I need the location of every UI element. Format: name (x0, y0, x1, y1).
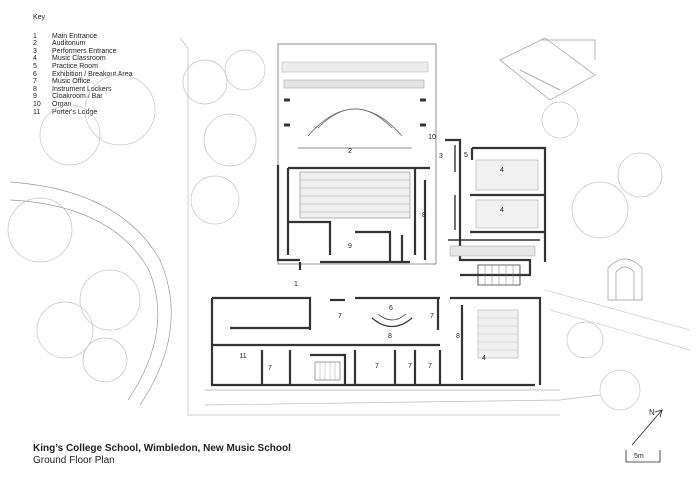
key-item-number: 1 (33, 32, 37, 40)
key-item-number: 6 (33, 70, 37, 78)
key-item: 4 Music Classroom (33, 55, 133, 63)
caption: King’s College School, Wimbledon, New Mu… (33, 443, 291, 467)
room-number-label: 1 (294, 281, 298, 288)
north-arrow-icon (631, 409, 663, 446)
key-item-number: 5 (33, 62, 37, 70)
key-item-label: Practice Room (52, 62, 98, 70)
key-item-number: 9 (33, 93, 37, 101)
site-context (9, 37, 691, 416)
room-number-label: 4 (482, 355, 486, 362)
key-item: 5 Practice Room (33, 63, 133, 71)
key-item-label: Exhibition / Breakout Area (52, 70, 133, 78)
room-number-label: 11 (239, 353, 246, 360)
room-number-label: 7 (408, 363, 412, 370)
key-item-number: 11 (33, 108, 41, 116)
room-number-label: 7 (430, 313, 434, 320)
room-number-label: 7 (338, 313, 342, 320)
room-number-label: 6 (389, 305, 393, 312)
key-item-label: Performers Entrance (52, 47, 117, 55)
key-item: 9 Cloakroom / Bar (33, 93, 133, 101)
room-number-label: 4 (500, 207, 504, 214)
room-number-label: 8 (456, 333, 460, 340)
key-item-label: Instrument Lockers (52, 85, 112, 93)
key-item-number: 10 (33, 100, 41, 108)
room-number-label: 2 (348, 148, 352, 155)
building-walls (205, 43, 560, 391)
key-item-number: 2 (33, 40, 37, 48)
key-item: 7 Music Office (33, 78, 133, 86)
trees (7, 49, 663, 411)
key-legend: Key 1 Main Entrance 2 Auditorium 3 Performers… (33, 14, 133, 116)
room-number-label: 8 (388, 333, 392, 340)
key-item: 10 Organ (33, 101, 133, 109)
key-item-number: 3 (33, 47, 37, 55)
key-item-number: 8 (33, 85, 37, 93)
scale-label: 5m (634, 453, 644, 460)
key-item-number: 7 (33, 78, 37, 86)
key-list: 1 Main Entrance 2 Auditorium 3 Performers Ent… (33, 33, 133, 117)
north-label: N (649, 408, 655, 417)
key-item: 8 Instrument Lockers (33, 86, 133, 94)
scale-bar-icon (625, 450, 661, 463)
caption-subtitle: Ground Floor Plan (33, 455, 115, 466)
key-item: 1 Main Entrance (33, 33, 133, 41)
key-item: 2 Auditorium (33, 40, 133, 48)
key-item: 6 Exhibition / Breakout Area (33, 71, 133, 79)
key-item-label: Auditorium (52, 40, 86, 48)
key-title: Key (33, 14, 46, 21)
key-item-label: Music Office (52, 78, 91, 86)
room-number-label: 7 (268, 365, 272, 372)
key-item: 11 Porter's Lodge (33, 109, 133, 117)
room-number-label: 3 (439, 153, 443, 160)
room-number-label: 9 (348, 243, 352, 250)
key-item-label: Main Entrance (52, 32, 98, 40)
room-number-label: 7 (375, 363, 379, 370)
room-labels: 2 10 3 5 4 4 8 9 1 7 6 7 8 8 4 11 7 7 7 7 (239, 134, 504, 372)
key-item-label: Organ (52, 100, 72, 108)
room-number-label: 4 (500, 167, 504, 174)
key-item: 3 Performers Entrance (33, 48, 133, 56)
room-number-label: 10 (428, 134, 436, 141)
key-item-label: Music Classroom (52, 55, 106, 63)
room-number-label: 7 (428, 363, 432, 370)
room-number-label: 5 (464, 152, 468, 159)
key-item-number: 4 (33, 55, 37, 63)
key-item-label: Cloakroom / Bar (52, 93, 103, 101)
key-item-label: Porter's Lodge (52, 108, 98, 116)
room-number-label: 8 (422, 212, 426, 219)
caption-title: King’s College School, Wimbledon, New Mu… (33, 443, 291, 454)
